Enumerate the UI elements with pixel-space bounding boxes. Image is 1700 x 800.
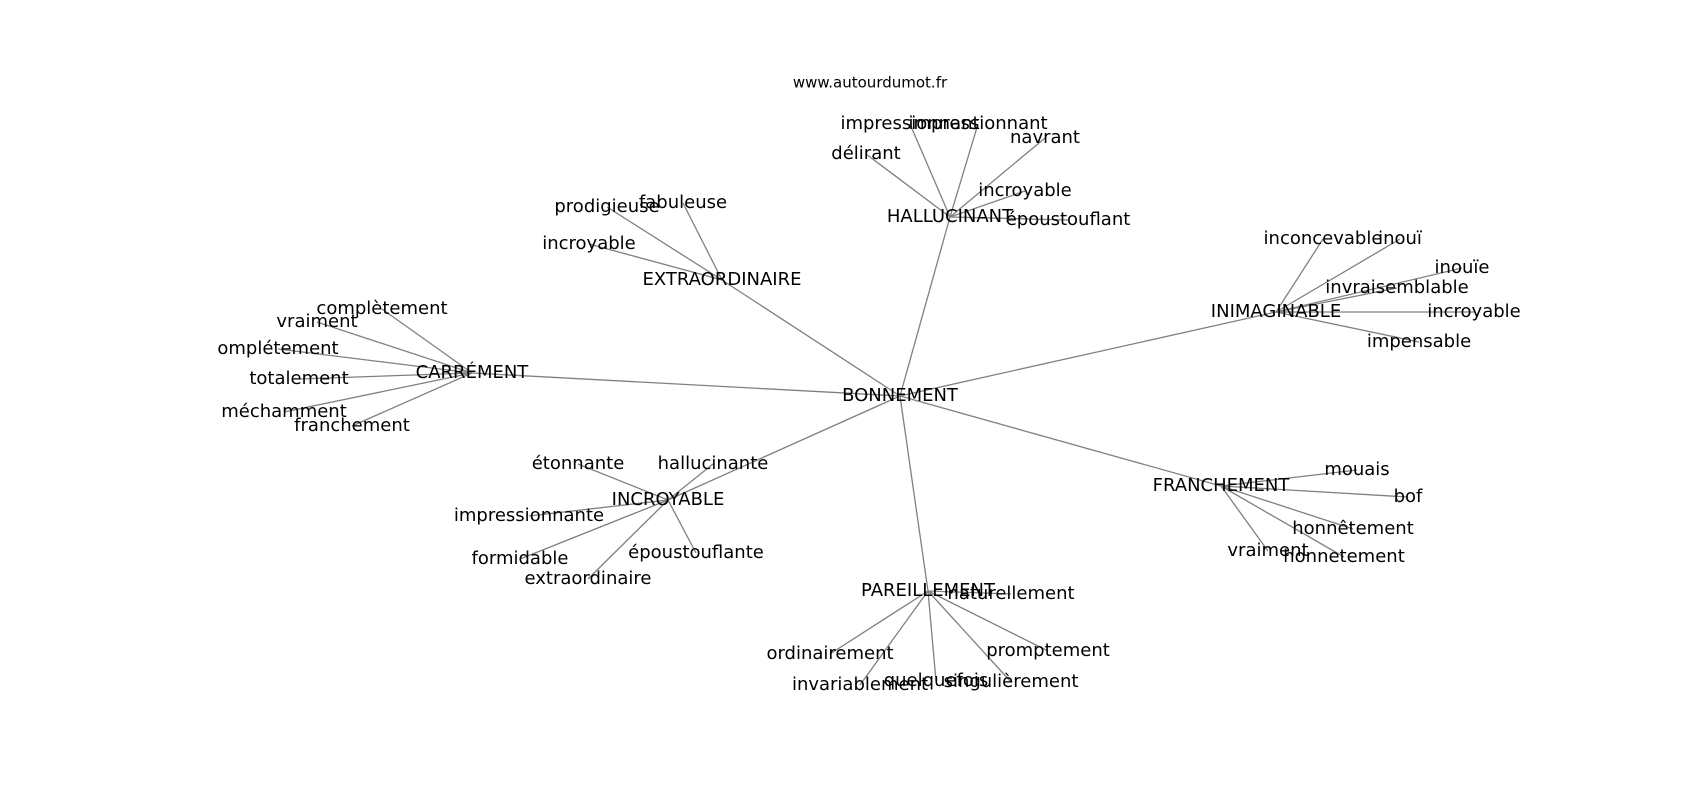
edge-hallucinant-leaf-1 [949, 123, 979, 218]
edge-incroyable-leaf-0 [577, 463, 669, 501]
leaf-node-carrement-1[interactable]: vraiment [276, 311, 357, 332]
leaf-node-carrement-3[interactable]: totalement [249, 368, 348, 389]
edge-center-extraordinaire [721, 279, 901, 397]
edge-center-franchement [899, 395, 1222, 487]
edge-pareillement-leaf-0 [927, 590, 1012, 595]
hub-node-pareillement[interactable]: PAREILLEMENT [861, 580, 996, 601]
hub-node-inimaginable[interactable]: INIMAGINABLE [1211, 301, 1341, 322]
edge-carrement-leaf-1 [316, 321, 473, 374]
edge-extraordinaire-leaf-0 [606, 206, 723, 281]
edge-franchement-leaf-1 [1220, 485, 1409, 498]
leaf-node-carrement-4[interactable]: méchamment [221, 401, 347, 422]
edge-carrement-leaf-5 [351, 372, 473, 427]
edge-extraordinaire-leaf-2 [588, 243, 723, 281]
edge-franchement-leaf-2 [1220, 485, 1354, 530]
edge-carrement-leaf-0 [381, 308, 473, 374]
leaf-node-carrement-2[interactable]: omplétement [217, 338, 338, 359]
edge-inimaginable-leaf-1 [1275, 238, 1401, 313]
hub-node-carrement[interactable]: CARRÉMENT [416, 361, 530, 383]
hub-node-extraordinaire[interactable]: EXTRAORDINAIRE [643, 269, 802, 290]
edge-hallucinant-leaf-4 [949, 190, 1026, 218]
leaf-node-franchement-0[interactable]: mouais [1324, 459, 1389, 480]
edge-inimaginable-leaf-2 [1275, 267, 1463, 313]
edge-incroyable-leaf-1 [667, 463, 714, 501]
leaf-node-pareillement-5[interactable]: singulièrement [944, 671, 1079, 692]
edge-inimaginable-leaf-0 [1275, 238, 1324, 313]
leaf-node-hallucinant-3[interactable]: délirant [831, 143, 900, 164]
leaf-node-extraordinaire-2[interactable]: incroyable [542, 233, 636, 254]
leaf-node-carrement-5[interactable]: franchement [294, 415, 410, 436]
edge-carrement-leaf-3 [298, 372, 473, 380]
center-node[interactable]: BONNEMENT [842, 385, 959, 406]
leaf-node-inimaginable-2[interactable]: inouïe [1435, 257, 1490, 278]
edge-franchement-leaf-0 [1220, 469, 1358, 487]
leaf-node-hallucinant-1[interactable]: impressionnant [908, 113, 1047, 134]
leaf-node-incroyable-2[interactable]: impressionnante [454, 505, 604, 526]
edge-center-incroyable [667, 395, 901, 501]
leaf-node-franchement-2[interactable]: honnêtement [1292, 518, 1414, 539]
edge-inimaginable-leaf-3 [1275, 287, 1398, 313]
leaf-node-pareillement-2[interactable]: promptement [986, 640, 1110, 661]
edge-franchement-leaf-4 [1220, 485, 1345, 558]
leaf-node-pareillement-1[interactable]: ordinairement [766, 643, 893, 664]
edge-center-hallucinant [899, 216, 951, 397]
leaf-node-hallucinant-5[interactable]: époustouflant [1006, 209, 1131, 230]
leaf-node-inimaginable-4[interactable]: incroyable [1427, 301, 1521, 322]
edge-hallucinant-leaf-2 [949, 137, 1046, 218]
edge-hallucinant-leaf-5 [949, 216, 1069, 221]
watermark-text: www.autourdumot.fr [793, 74, 948, 92]
edge-incroyable-leaf-2 [528, 499, 669, 517]
leaf-node-franchement-3[interactable]: vraiment [1227, 540, 1308, 561]
edge-center-carrement [471, 372, 901, 397]
edge-center-inimaginable [899, 311, 1277, 397]
edge-center-pareillement [899, 395, 929, 592]
edge-hallucinant-leaf-3 [865, 153, 951, 218]
leaf-node-hallucinant-0[interactable]: impressionnant [840, 113, 979, 134]
leaf-node-pareillement-3[interactable]: invariablement [792, 674, 928, 695]
leaf-node-incroyable-5[interactable]: extraordinaire [525, 568, 652, 589]
leaf-node-extraordinaire-0[interactable]: prodigieuse [554, 196, 659, 217]
edge-incroyable-leaf-5 [587, 499, 669, 580]
edge-carrement-leaf-4 [283, 372, 473, 413]
hub-node-franchement[interactable]: FRANCHEMENT [1153, 475, 1291, 496]
edge-inimaginable-leaf-5 [1275, 311, 1420, 343]
leaf-node-inimaginable-1[interactable]: inouï [1378, 228, 1423, 249]
edge-pareillement-leaf-1 [829, 590, 929, 655]
hub-node-incroyable[interactable]: INCROYABLE [612, 489, 725, 510]
leaf-node-incroyable-0[interactable]: étonnante [532, 453, 625, 474]
edge-extraordinaire-leaf-1 [682, 202, 723, 281]
edge-pareillement-leaf-4 [927, 590, 937, 682]
leaf-node-inimaginable-3[interactable]: invraisemblable [1325, 277, 1468, 298]
leaf-node-franchement-1[interactable]: bof [1394, 486, 1423, 507]
graph-edges [277, 123, 1474, 686]
edge-incroyable-leaf-3 [519, 499, 669, 560]
leaf-node-incroyable-1[interactable]: hallucinante [658, 453, 769, 474]
edge-pareillement-leaf-2 [927, 590, 1049, 652]
leaf-node-hallucinant-2[interactable]: navrant [1010, 127, 1080, 148]
leaf-node-inimaginable-5[interactable]: impensable [1367, 331, 1471, 352]
edge-pareillement-leaf-3 [859, 590, 929, 686]
edge-incroyable-leaf-4 [667, 499, 697, 554]
leaf-node-inimaginable-0[interactable]: inconcevable [1264, 228, 1383, 249]
hub-node-hallucinant[interactable]: HALLUCINANT [887, 206, 1014, 227]
leaf-node-incroyable-3[interactable]: formidable [472, 548, 569, 569]
edge-franchement-leaf-3 [1220, 485, 1269, 552]
graph-labels: impressionnantimpressionnantnavrantdélir… [217, 113, 1520, 695]
leaf-node-pareillement-0[interactable]: naturellement [947, 583, 1074, 604]
leaf-node-incroyable-4[interactable]: époustouflante [628, 542, 764, 563]
edge-hallucinant-leaf-0 [909, 123, 951, 218]
leaf-node-hallucinant-4[interactable]: incroyable [978, 180, 1072, 201]
edge-pareillement-leaf-5 [927, 590, 1012, 683]
edge-carrement-leaf-2 [277, 348, 473, 374]
leaf-node-carrement-0[interactable]: complètement [316, 298, 447, 319]
leaf-node-pareillement-4[interactable]: quelquefois [884, 670, 989, 691]
leaf-node-extraordinaire-1[interactable]: fabuleuse [639, 192, 727, 213]
leaf-node-franchement-4[interactable]: honnetement [1283, 546, 1405, 567]
